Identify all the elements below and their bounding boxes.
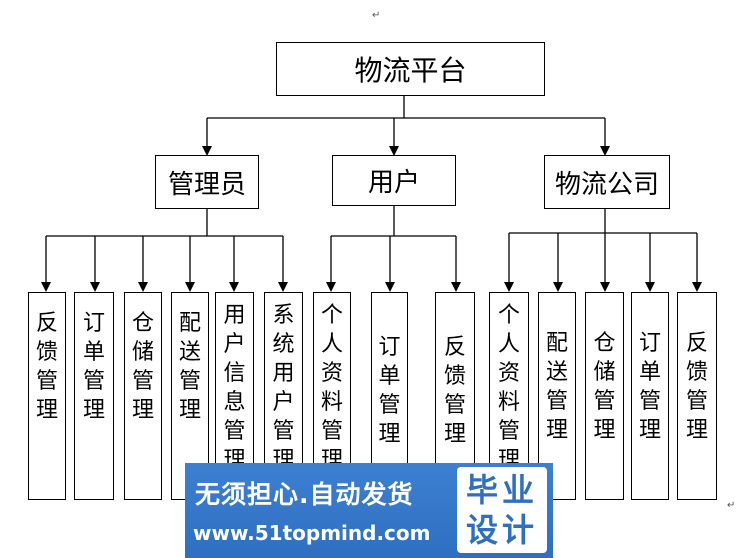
leaf-node-label: 仓储管理	[593, 331, 616, 443]
paragraph-mark-right: ↵	[727, 500, 736, 511]
leaf-node: 仓储管理	[585, 292, 624, 500]
leaf-node-label: 反馈管理	[444, 335, 467, 447]
leaf-node-label: 个人资料管理	[321, 303, 344, 473]
group-node-label: 物流公司	[554, 169, 659, 200]
watermark-slogan: 无须担心.自动发货	[195, 480, 414, 509]
leaf-node: 反馈管理	[677, 292, 717, 500]
leaf-node: 反馈管理	[28, 292, 66, 500]
watermark-badge: 毕业 设计	[457, 467, 547, 553]
leaf-node: 订单管理	[631, 292, 669, 500]
paragraph-mark-top: ↵	[372, 10, 381, 21]
leaf-node-label: 反馈管理	[686, 331, 709, 443]
group-node-label: 用户	[367, 168, 420, 198]
leaf-node-label: 系统用户管理	[272, 303, 295, 473]
leaf-node: 仓储管理	[124, 292, 162, 500]
watermark-badge-line: 毕业	[465, 471, 538, 509]
leaf-node-label: 配送管理	[179, 311, 202, 423]
group-node-admin: 管理员	[155, 155, 259, 209]
group-node-user: 用户	[332, 155, 456, 206]
watermark-text-area: 无须担心.自动发货 www.51topmind.com	[185, 463, 457, 558]
root-node: 物流平台	[276, 42, 545, 96]
leaf-node-label: 个人资料管理	[498, 303, 521, 473]
watermark-banner: 无须担心.自动发货 www.51topmind.com 毕业 设计	[185, 463, 553, 558]
leaf-node-label: 仓储管理	[132, 311, 155, 423]
watermark-url: www.51topmind.com	[193, 521, 431, 545]
group-node-company: 物流公司	[544, 155, 670, 209]
leaf-node-label: 订单管理	[639, 331, 662, 443]
leaf-node-label: 配送管理	[546, 331, 569, 443]
root-node-label: 物流平台	[354, 54, 467, 87]
leaf-node-label: 订单管理	[83, 311, 106, 423]
leaf-node-label: 订单管理	[378, 335, 401, 447]
watermark-badge-line: 设计	[465, 511, 538, 549]
leaf-node-label: 反馈管理	[36, 311, 59, 423]
leaf-node-label: 用户信息管理	[223, 303, 246, 473]
leaf-node: 订单管理	[74, 292, 114, 500]
group-node-label: 管理员	[167, 169, 246, 200]
